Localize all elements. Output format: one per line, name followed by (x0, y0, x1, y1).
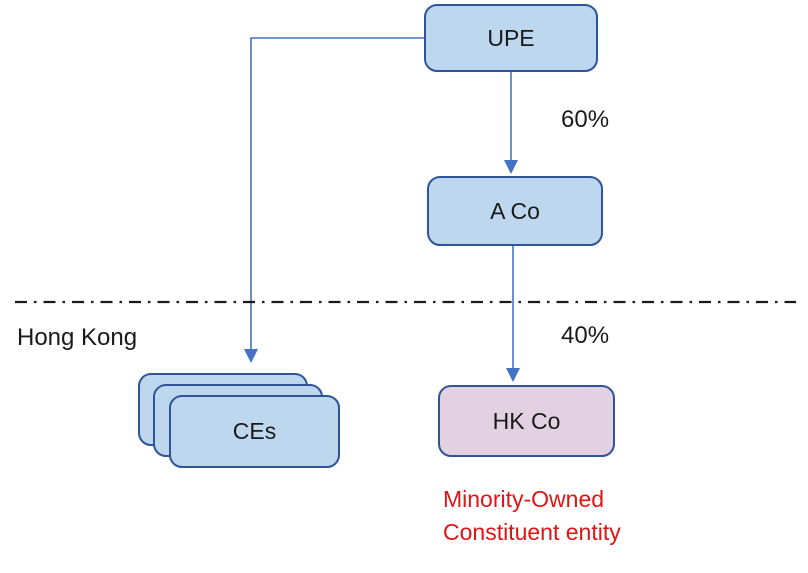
ownership-label-60: 60% (561, 106, 610, 133)
annotation-line-1: Minority-Owned (443, 486, 605, 512)
minority-owned-annotation: Minority-Owned Constituent entity (443, 483, 621, 549)
arrowhead-upe-to-aco (504, 160, 518, 174)
ownership-label-40: 40% (561, 322, 610, 349)
ces-label: CEs (232, 418, 277, 444)
upe-label: UPE (487, 24, 535, 51)
connector-upe-to-ces (250, 37, 424, 351)
a-co-label: A Co (490, 197, 540, 224)
annotation-line-2: Constituent entity (443, 519, 621, 545)
hk-co-label: HK Co (492, 407, 561, 434)
a-co-box: A Co (427, 176, 603, 246)
hk-co-box: HK Co (438, 385, 615, 457)
region-label-hong-kong: Hong Kong (17, 324, 138, 351)
ces-box: CEs (169, 395, 340, 468)
upe-box: UPE (424, 4, 598, 72)
arrowhead-aco-to-hkco (506, 368, 520, 382)
arrowhead-upe-to-ces (244, 349, 258, 363)
